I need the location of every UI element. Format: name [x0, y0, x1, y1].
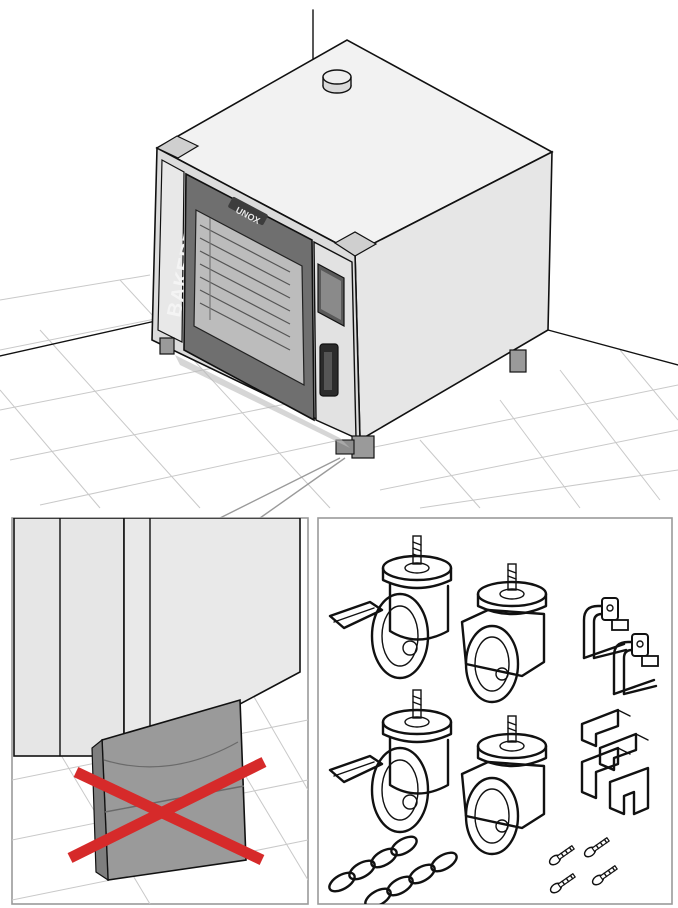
screw-icon: [548, 836, 619, 894]
accessories-panel: [317, 517, 673, 905]
brand-strip: [157, 159, 185, 343]
top-knob: [322, 69, 352, 94]
oven-feet: [159, 337, 527, 459]
oven-racks: [199, 218, 291, 351]
bracket-icon: [580, 708, 649, 772]
foot-detail-panel: [11, 517, 309, 905]
caster-with-brake-icon: [328, 535, 453, 680]
door-logo: [228, 197, 268, 225]
oven: BAKERTOP UNOX: [151, 39, 554, 459]
caster-with-brake-icon-2: [328, 689, 453, 834]
shackle-icon-2: [612, 633, 659, 696]
callout-lines: [219, 457, 346, 519]
prohibited-cross: [67, 757, 267, 865]
floor-grid: [0, 9, 678, 509]
bracket-icon-2: [580, 746, 650, 816]
chain-icon: [328, 835, 458, 904]
shackle-icon: [582, 597, 629, 660]
caster-icon: [460, 563, 548, 704]
oven-door-glass: [193, 209, 305, 387]
caster-icon-2: [460, 715, 548, 856]
